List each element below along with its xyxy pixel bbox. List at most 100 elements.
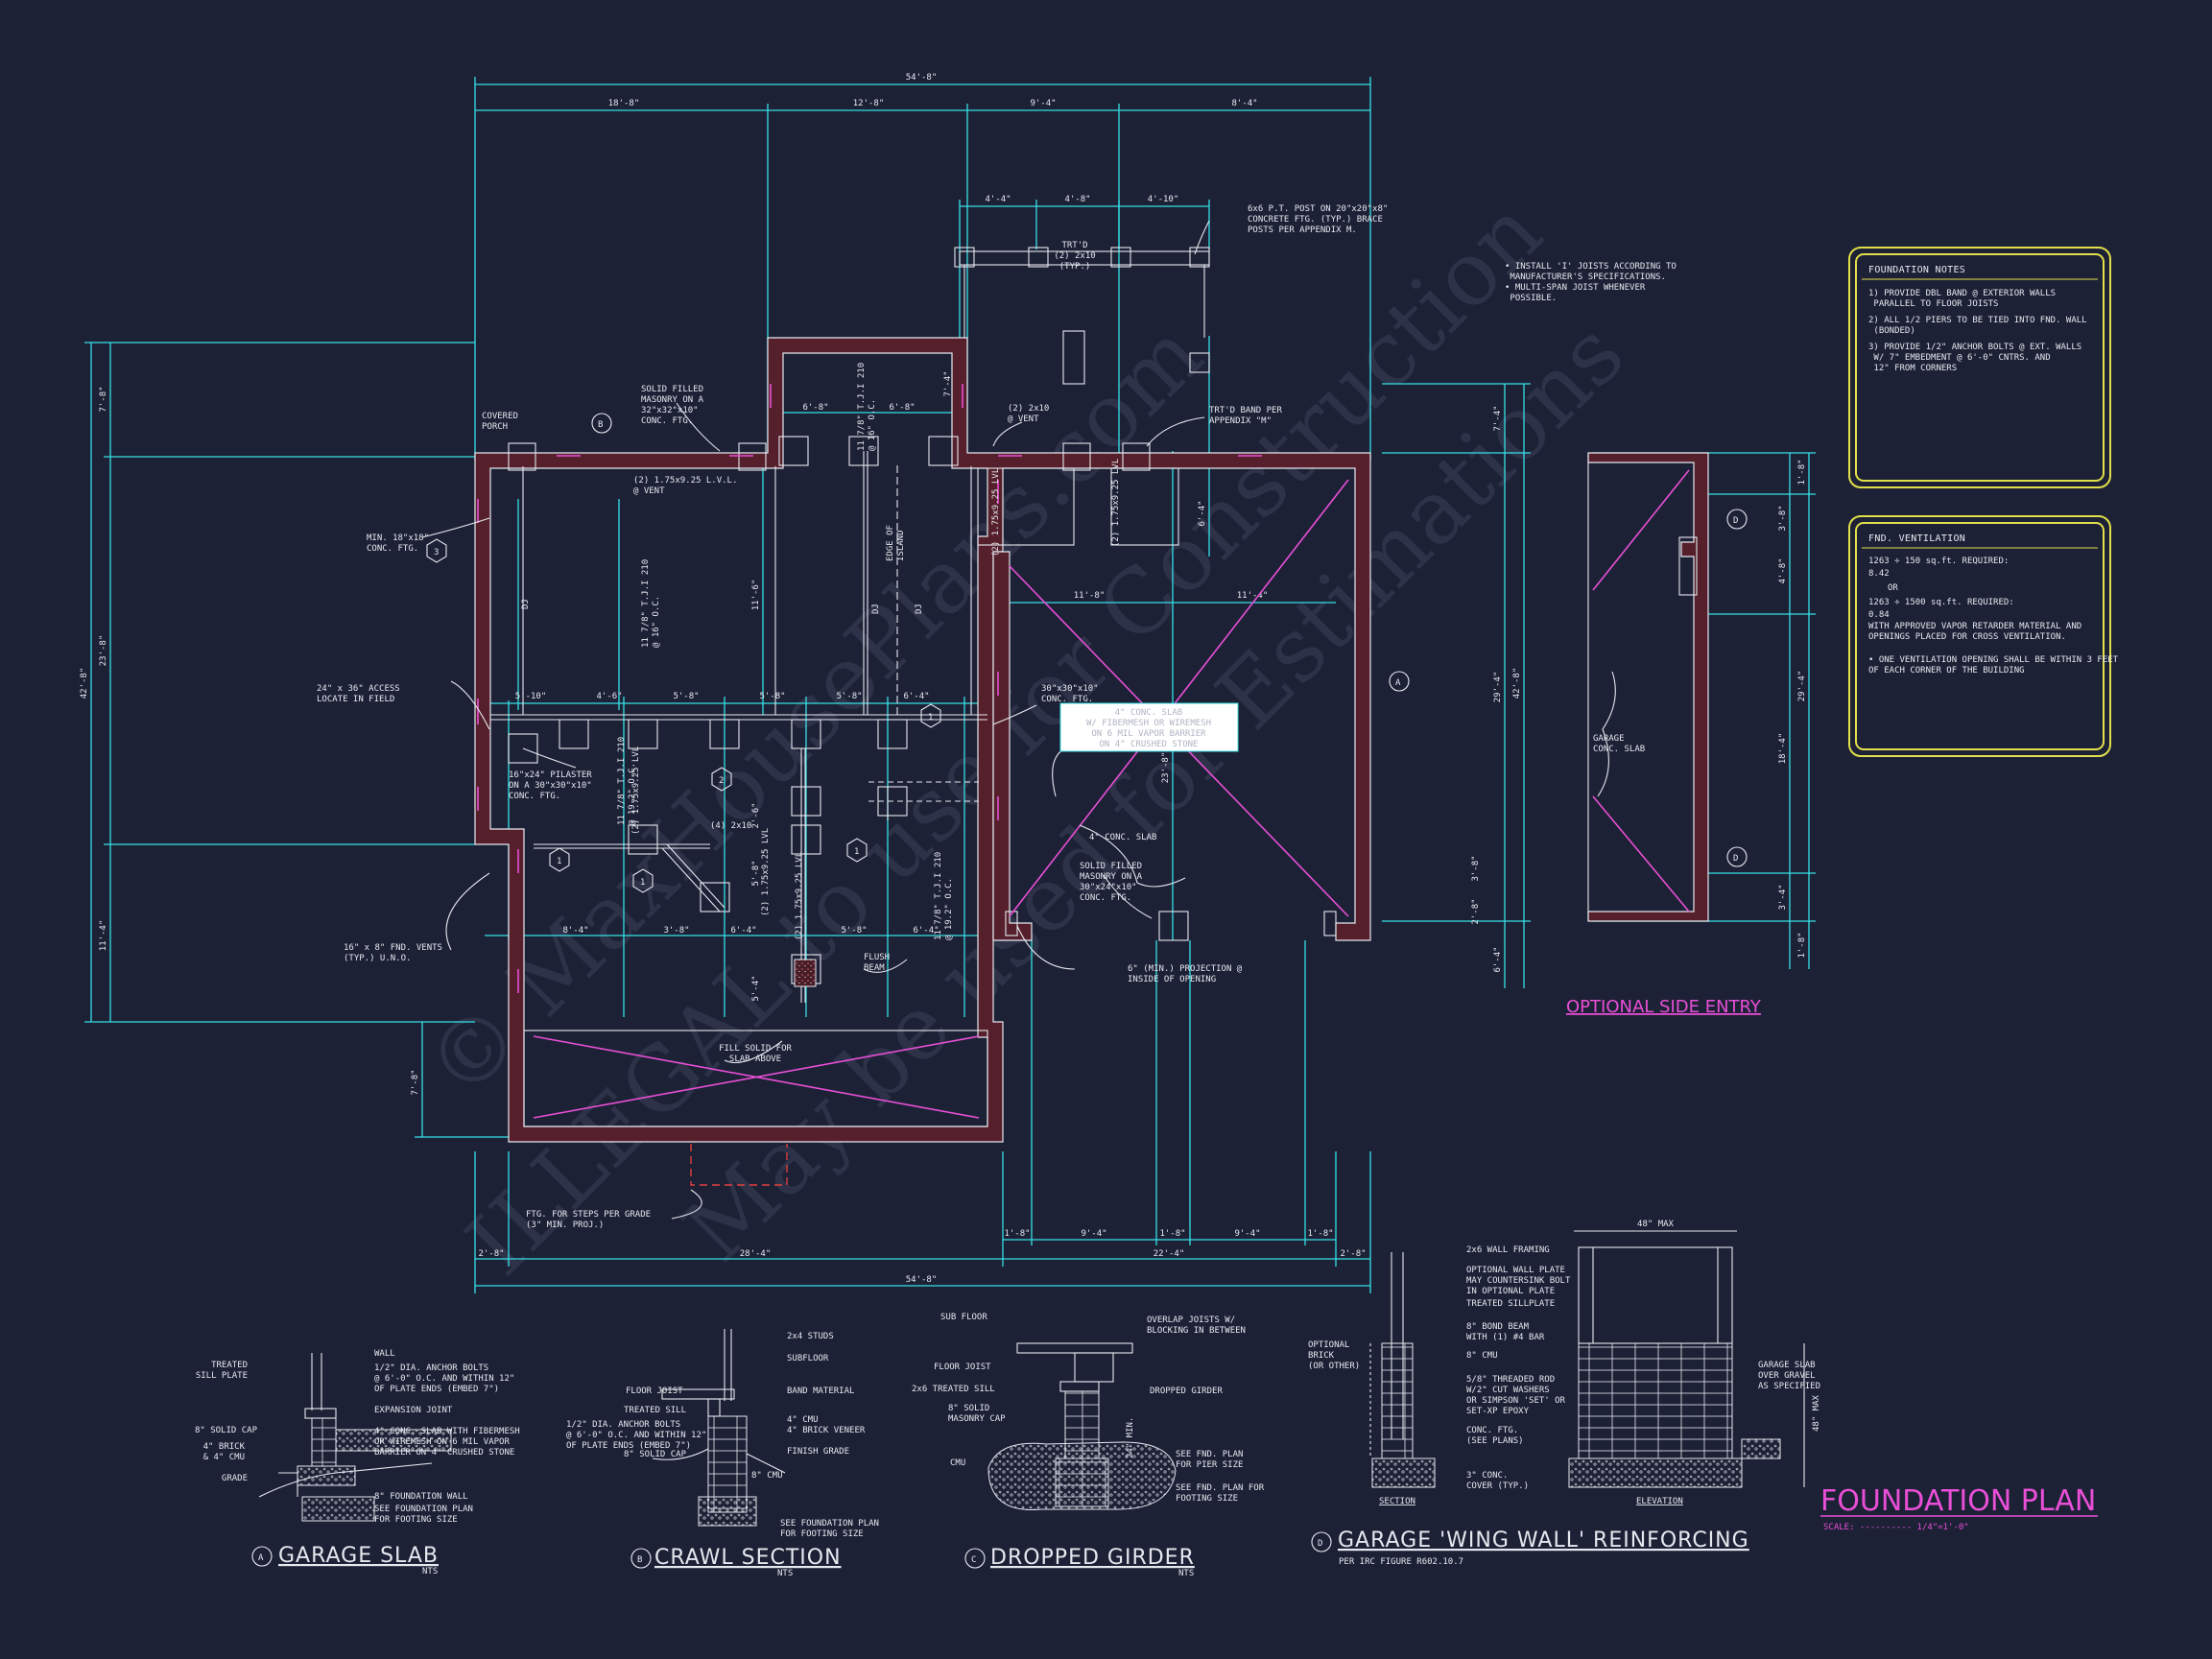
- callout-edge-island: EDGE OFISLAND: [886, 525, 906, 561]
- svg-text:2x6 WALL FRAMING: 2x6 WALL FRAMING: [1466, 1245, 1550, 1255]
- plan-tag-labels: B A D D 3 1 1 2 1 1: [434, 420, 1738, 888]
- dim-left-overall: 42'-8": [80, 668, 89, 699]
- vent-line-7: OPENINGS PLACED FOR CROSS VENTILATION.: [1868, 632, 2066, 642]
- callout-lvl-c: (2) 1.75x9.25 LVL: [631, 747, 641, 835]
- callout-dj-1: DJ: [521, 599, 531, 609]
- dim-bottom-1: 2'-8": [478, 1249, 504, 1259]
- dim-garage-1: 1'-8": [1004, 1229, 1030, 1239]
- ijoist-note: • INSTALL 'I' JOISTS ACCORDING TO MANUFA…: [1505, 262, 1677, 303]
- callout-vent-2x10: (2) 2x10@ VENT: [1008, 404, 1049, 424]
- plan-tags: [426, 413, 1748, 893]
- dim-side-6: 3'-4": [1778, 884, 1788, 910]
- callout-steps: FTG. FOR STEPS PER GRADE(3" MIN. PROJ.): [526, 1210, 651, 1230]
- fnd-ventilation-panel: FND. VENTILATION 1263 ÷ 150 sq.ft. REQUI…: [1848, 515, 2119, 757]
- svg-text:TREATED SILL: TREATED SILL: [624, 1406, 686, 1415]
- dim-garage-v2: 6'-4": [1198, 500, 1207, 526]
- detail-d-subtitle: PER IRC FIGURE R602.10.7: [1339, 1557, 1463, 1567]
- dim-left-1: 7'-8": [99, 386, 108, 412]
- detail-a-nts: NTS: [422, 1567, 438, 1576]
- dim-int-5: 5'-4": [751, 975, 761, 1001]
- fnd-ventilation-title: FND. VENTILATION: [1868, 533, 1965, 544]
- detail-d-letter: D: [1318, 1539, 1322, 1549]
- tag-d-1: D: [1733, 516, 1738, 526]
- svg-text:GRADE: GRADE: [222, 1474, 248, 1483]
- callout-tji-1: 11 7/8" T.J.I 210@ 16" O.C.: [641, 559, 661, 648]
- callout-dj-3: DJ: [915, 604, 924, 614]
- foundation-note-3: 3) PROVIDE 1/2" ANCHOR BOLTS @ EXT. WALL…: [1868, 343, 2081, 373]
- dim-side-1: 1'-8": [1797, 459, 1807, 485]
- dim-garage-5: 1'-8": [1307, 1229, 1333, 1239]
- dim-girder-2: 4'-6": [596, 692, 622, 701]
- svg-text:TREATED SILLPLATE: TREATED SILLPLATE: [1466, 1299, 1555, 1309]
- dim-lower-3: 6'-4": [730, 926, 756, 936]
- svg-text:8" CMU: 8" CMU: [751, 1471, 783, 1481]
- svg-text:2x6 TREATED SILL: 2x6 TREATED SILL: [912, 1385, 995, 1394]
- detail-b-nts: NTS: [777, 1569, 793, 1578]
- svg-text:2x4 STUDS: 2x4 STUDS: [787, 1332, 834, 1341]
- detail-c-labels: SUB FLOOR OVERLAP JOISTS W/BLOCKING IN B…: [912, 1313, 1265, 1504]
- dim-porch-2: 4'-8": [1064, 195, 1090, 204]
- dim-right-3: 6'-4": [1493, 946, 1503, 972]
- svg-text:DROPPED GIRDER: DROPPED GIRDER: [1150, 1386, 1223, 1396]
- svg-text:SUBFLOOR: SUBFLOOR: [787, 1354, 829, 1363]
- foundation-notes-panel: FOUNDATION NOTES 1) PROVIDE DBL BAND @ E…: [1848, 247, 2111, 488]
- dim-garage-4: 9'-4": [1234, 1229, 1260, 1239]
- callout-dj-2: DJ: [871, 604, 881, 614]
- callout-lvl-b: (2) 1.75x9.25 LVL: [1111, 459, 1121, 547]
- dim-overall-bottom: 54'-8": [906, 1275, 938, 1285]
- dim-girder-3: 5'-8": [673, 692, 699, 701]
- dim-int-4: 5'-8": [751, 860, 761, 886]
- tag-3: 3: [434, 548, 439, 557]
- svg-text:48" MAX: 48" MAX: [1637, 1220, 1675, 1229]
- vent-line-2: 8.42: [1868, 569, 1890, 579]
- svg-text:FLOOR JOIST: FLOOR JOIST: [934, 1363, 991, 1372]
- tag-a: A: [1395, 678, 1401, 688]
- dim-girder-6: 6'-4": [903, 692, 929, 701]
- foundation-walls: [474, 247, 1371, 1186]
- svg-text:48" MAX: 48" MAX: [1812, 1394, 1821, 1432]
- detail-b-title: CRAWL SECTION: [654, 1546, 842, 1570]
- dim-room-2: 6'-8": [889, 403, 915, 413]
- svg-text:ELEVATION: ELEVATION: [1636, 1497, 1683, 1506]
- svg-text:24" MIN.: 24" MIN.: [1126, 1417, 1135, 1458]
- tag-2: 2: [719, 776, 724, 786]
- callout-tji-3: 11 7/8" T.J.I 210@ 19.2" O.C.: [617, 737, 637, 825]
- dim-garage-w2: 11'-4": [1237, 591, 1269, 601]
- dim-int-3: 2'-6": [751, 802, 761, 828]
- dim-porch-3: 4'-10": [1148, 195, 1179, 204]
- dim-side-2: 3'-8": [1778, 505, 1788, 531]
- callout-lvl-d: (2) 1.75x9.25 LVL: [795, 852, 804, 940]
- ijoist-note-text: • INSTALL 'I' JOISTS ACCORDING TO MANUFA…: [1505, 262, 1677, 303]
- detail-d-title: GARAGE 'WING WALL' REINFORCING: [1338, 1529, 1749, 1552]
- svg-text:SECTION: SECTION: [1379, 1497, 1415, 1506]
- detail-a-letter: A: [258, 1553, 264, 1563]
- tag-1d: 1: [854, 847, 859, 857]
- dim-int-2: 7'-4": [943, 370, 953, 396]
- svg-text:FLOOR JOIST: FLOOR JOIST: [626, 1386, 683, 1396]
- dim-garage-2: 9'-4": [1081, 1229, 1106, 1239]
- dim-left-2: 23'-8": [99, 635, 108, 667]
- dim-left-b: 7'-8": [411, 1069, 420, 1095]
- tag-d-2: D: [1733, 854, 1738, 864]
- dim-top-4: 8'-4": [1231, 99, 1257, 108]
- callout-min-ftg: MIN. 18"x18"CONC. FTG.: [367, 533, 429, 554]
- callout-lvl-vent: (2) 1.75x9.25 L.V.L.@ VENT: [633, 476, 737, 496]
- vent-line-8: • ONE VENTILATION OPENING SHALL BE WITHI…: [1868, 655, 2119, 665]
